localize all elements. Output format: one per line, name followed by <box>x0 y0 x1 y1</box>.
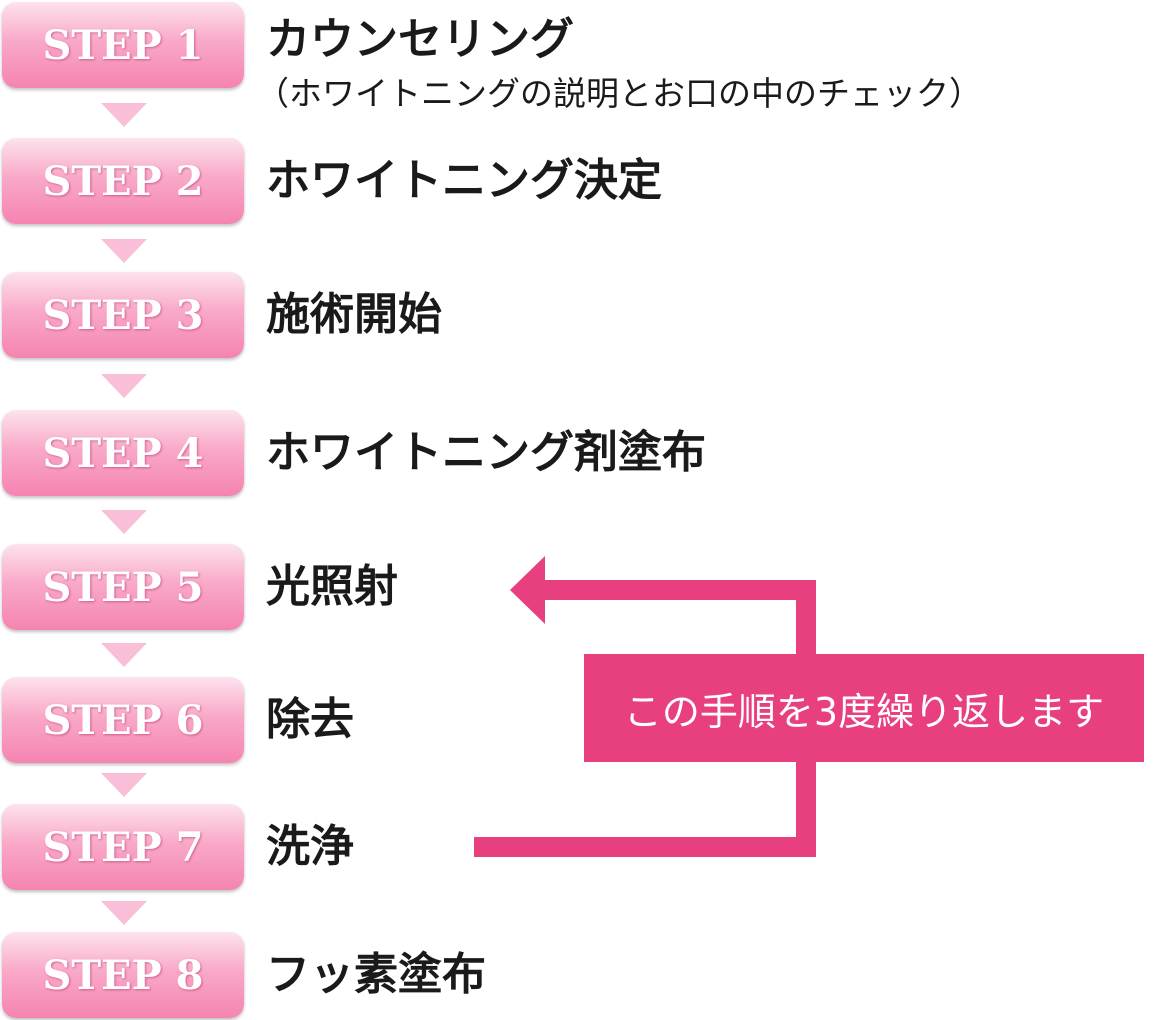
down-arrow-icon <box>101 510 147 534</box>
down-arrow-icon <box>101 901 147 925</box>
step-1-label: STEP 1 <box>42 21 204 69</box>
step-2-title: ホワイトニング決定 <box>266 155 662 206</box>
step-4-label: STEP 4 <box>42 429 204 477</box>
step-5-title: 光照射 <box>266 561 398 612</box>
repeat-callout: この手順を3度繰り返します <box>584 654 1144 762</box>
down-arrow-icon <box>101 374 147 398</box>
step-1-subtitle: （ホワイトニングの説明とお口の中のチェック） <box>256 74 982 113</box>
step-2-label: STEP 2 <box>42 157 204 205</box>
step-4-badge: STEP 4 <box>2 410 244 496</box>
down-arrow-icon <box>101 773 147 797</box>
step-8-label: STEP 8 <box>42 951 204 999</box>
step-6-label: STEP 6 <box>42 696 204 744</box>
step-5-badge: STEP 5 <box>2 544 244 630</box>
step-1-badge: STEP 1 <box>2 2 244 88</box>
step-3-title: 施術開始 <box>266 289 442 340</box>
repeat-callout-label: この手順を3度繰り返します <box>623 689 1105 734</box>
step-3-label: STEP 3 <box>42 291 204 339</box>
step-6-badge: STEP 6 <box>2 677 244 763</box>
step-2-badge: STEP 2 <box>2 138 244 224</box>
loop-arrowhead-icon <box>510 556 545 624</box>
step-5-label: STEP 5 <box>42 563 204 611</box>
step-7-title: 洗浄 <box>266 821 354 872</box>
step-8-title: フッ素塗布 <box>266 949 486 1000</box>
step-1-title: カウンセリング <box>266 14 574 65</box>
step-6-title: 除去 <box>266 694 354 745</box>
step-8-badge: STEP 8 <box>2 932 244 1018</box>
down-arrow-icon <box>101 239 147 263</box>
step-7-label: STEP 7 <box>42 823 204 871</box>
step-7-badge: STEP 7 <box>2 804 244 890</box>
step-4-title: ホワイトニング剤塗布 <box>266 427 706 478</box>
down-arrow-icon <box>101 643 147 667</box>
down-arrow-icon <box>101 103 147 127</box>
step-3-badge: STEP 3 <box>2 272 244 358</box>
